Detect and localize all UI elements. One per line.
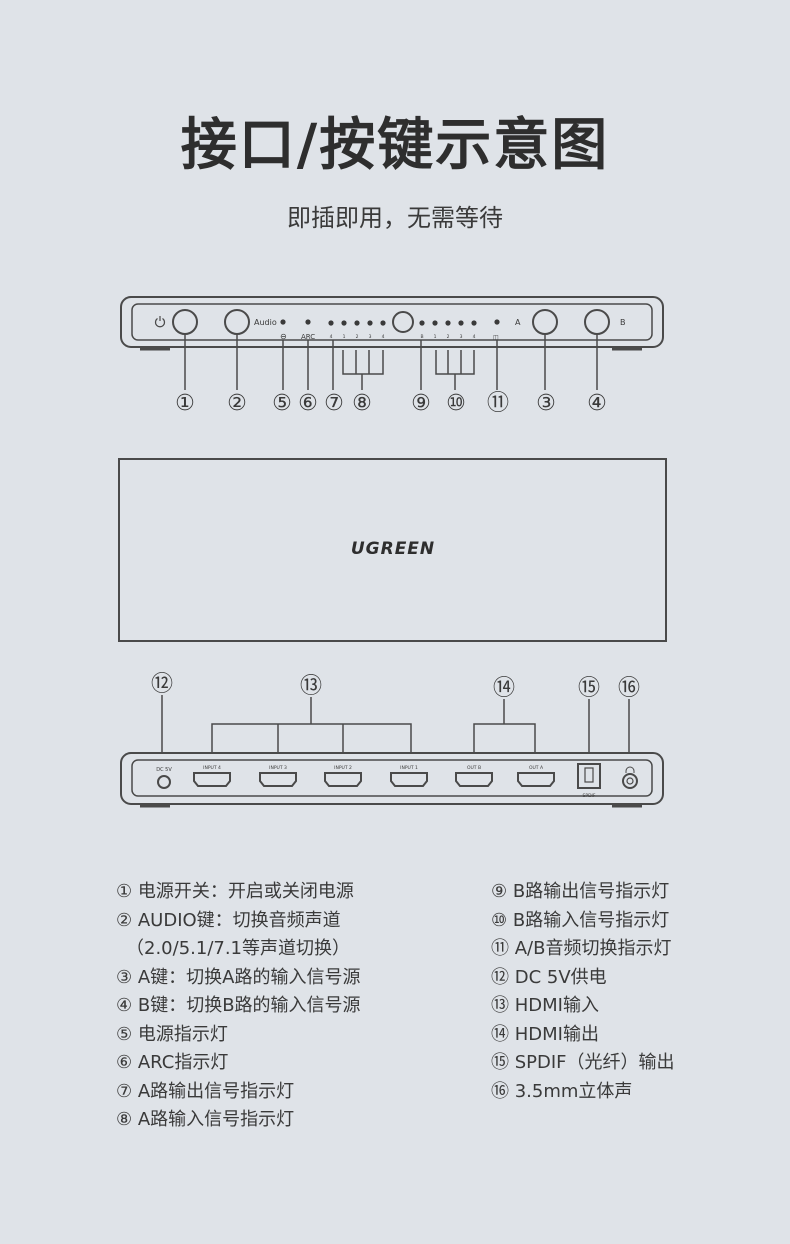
legend-item: ⑮ SPDIF（光纤）输出 (491, 1052, 675, 1073)
callout-1: ① (175, 391, 195, 416)
callout-12: ⑫ (151, 672, 173, 697)
center-button[interactable] (392, 311, 414, 333)
callout-4: ④ (587, 391, 607, 416)
hdmi-port-input-4[interactable] (193, 772, 231, 787)
power-button[interactable] (172, 309, 198, 335)
headphone-icon (625, 766, 635, 773)
power-led (280, 319, 286, 325)
legend-item: ① 电源开关：开启或关闭电源 (116, 881, 354, 902)
callout-6: ⑥ (298, 391, 318, 416)
a-input-led-4 (380, 320, 386, 326)
audio-jack[interactable] (622, 773, 638, 789)
a-led-number: 3 (369, 334, 372, 340)
callout-10: ⑩ (446, 391, 466, 416)
b-input-led-2 (445, 320, 451, 326)
power-led-icon: ⊖ (280, 332, 287, 341)
legend-item: ⑨ B路输出信号指示灯 (491, 881, 670, 902)
legend-right: ⑨ B路输出信号指示灯 ⑩ B路输入信号指示灯 ⑪ A/B音频切换指示灯 ⑫ D… (491, 878, 675, 1106)
callout-11: ⑪ (487, 391, 509, 416)
legend-item: ⑥ ARC指示灯 (116, 1052, 229, 1073)
b-input-led-4 (471, 320, 477, 326)
port-label: OUT A (529, 765, 544, 771)
b-output-led (419, 320, 425, 326)
a-input-led-3 (367, 320, 373, 326)
callout-7: ⑦ (324, 391, 344, 416)
b-led-number: 4 (473, 334, 476, 340)
b-label: B (620, 318, 626, 327)
page-subtitle: 即插即用，无需等待 (287, 204, 503, 232)
b-input-led-3 (458, 320, 464, 326)
hdmi-port-input-3[interactable] (259, 772, 297, 787)
b-button[interactable] (584, 309, 610, 335)
legend-item: ⑦ A路输出信号指示灯 (116, 1080, 295, 1102)
audio-label: Audio (254, 318, 277, 327)
arc-label: ARC (301, 333, 315, 341)
callout-3: ③ (536, 391, 556, 416)
arc-led (305, 319, 311, 325)
callout-14: ⑭ (493, 676, 515, 701)
b-led-number: 1 (434, 334, 437, 340)
port-label: INPUT 3 (269, 765, 287, 771)
b-led-number: 3 (460, 334, 463, 340)
device-top-view (118, 458, 667, 642)
legend-item: ⑤ 电源指示灯 (116, 1023, 228, 1045)
a-led-number: 4 (330, 334, 333, 340)
legend-item: ⑪ A/B音频切换指示灯 (491, 938, 672, 959)
port-label: OUT B (467, 765, 481, 771)
b-led-number: 2 (447, 334, 450, 340)
legend-item: ⑫ DC 5V供电 (491, 966, 607, 988)
callout-2: ② (227, 391, 247, 416)
legend-left: ① 电源开关：开启或关闭电源 ② AUDIO键：切换音频声道 （2.0/5.1/… (116, 878, 361, 1135)
rear-panel-face (131, 759, 653, 797)
b-led-number: B (420, 334, 423, 340)
port-label: INPUT 2 (334, 765, 352, 771)
hdmi-port-out-a[interactable] (517, 772, 555, 787)
callout-9: ⑨ (411, 391, 431, 416)
a-led-number: 4 (382, 334, 385, 340)
legend-item: ⑯ 3.5mm立体声 (491, 1080, 633, 1102)
a-input-led-1 (341, 320, 347, 326)
legend-item: ④ B键：切换B路的输入信号源 (116, 995, 361, 1016)
legend-item: ⑭ HDMI输出 (491, 1023, 599, 1045)
spdif-label: SPDIF (583, 793, 596, 799)
ab-audio-led (494, 319, 500, 325)
legend-item: ⑬ HDMI输入 (491, 995, 599, 1016)
rear-panel-body (120, 752, 664, 805)
dc-jack[interactable] (157, 775, 171, 789)
a-led-number: 2 (356, 334, 359, 340)
legend-item: ⑧ A路输入信号指示灯 (116, 1109, 295, 1130)
legend-item: （2.0/5.1/7.1等声道切换） (126, 938, 351, 959)
hdmi-port-input-1[interactable] (390, 772, 428, 787)
port-label: INPUT 1 (400, 765, 418, 771)
legend-item: ③ A键：切换A路的输入信号源 (116, 966, 361, 988)
audio-button[interactable] (224, 309, 250, 335)
hdmi-port-out-b[interactable] (455, 772, 493, 787)
port-label: INPUT 4 (203, 765, 221, 771)
b-input-led-1 (432, 320, 438, 326)
page-title: 接口/按键示意图 (180, 113, 610, 178)
callout-13: ⑬ (300, 674, 322, 699)
callout-16: ⑯ (618, 676, 640, 701)
a-label: A (515, 318, 521, 327)
front-leds (280, 319, 500, 326)
front-panel-face (131, 303, 653, 341)
front-panel-body (120, 296, 664, 348)
legend-item: ⑩ B路输入信号指示灯 (491, 909, 670, 931)
a-input-led-2 (354, 320, 360, 326)
ab-audio-icon: ◫ (493, 334, 499, 341)
hdmi-port-input-2[interactable] (324, 772, 362, 787)
legend-item: ② AUDIO键：切换音频声道 (116, 909, 341, 931)
callout-15: ⑮ (578, 676, 600, 701)
a-led-number: 1 (343, 334, 346, 340)
callout-5: ⑤ (272, 391, 292, 416)
ugreen-logo: UGREEN (351, 539, 435, 559)
power-icon (154, 316, 166, 328)
dc-label: DC 5V (156, 767, 172, 773)
spdif-port[interactable] (577, 763, 601, 789)
callout-8: ⑧ (352, 391, 372, 416)
a-output-led (328, 320, 334, 326)
a-button[interactable] (532, 309, 558, 335)
